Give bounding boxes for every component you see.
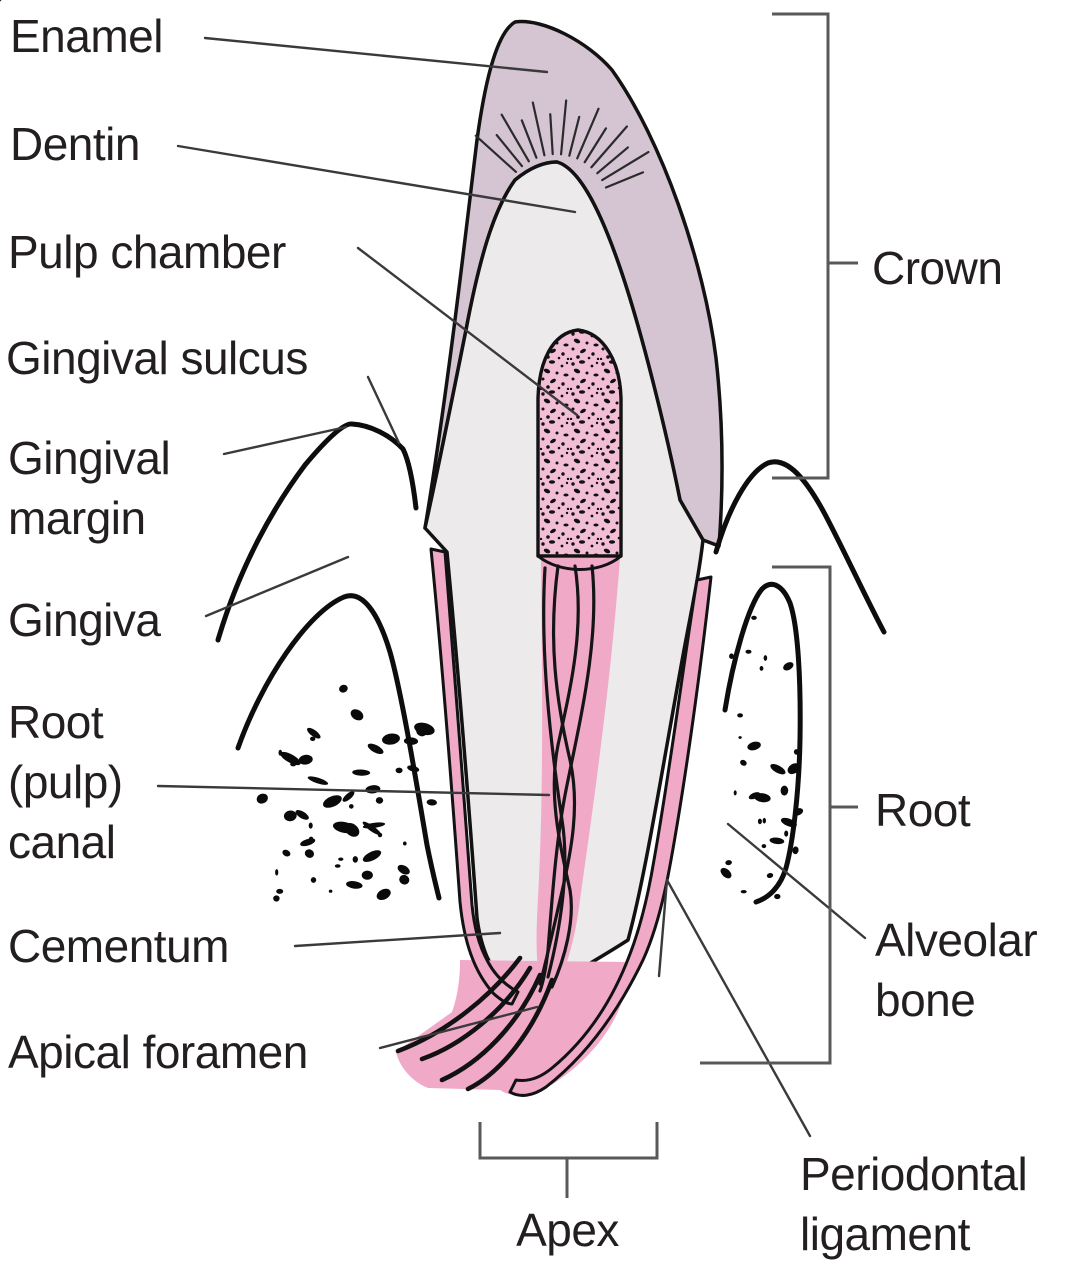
apical-nerve-tails: [395, 955, 555, 1092]
gingiva-right-outline: [713, 459, 887, 635]
gingival-sulcus-leader-line: [366, 375, 401, 445]
alveolar-bone-right-speckles: [720, 615, 804, 900]
pulp-chamber-leader-line: [356, 246, 579, 417]
label-gingival-margin: Gingival margin: [8, 432, 171, 544]
label-root-pulp-canal: Root (pulp) canal: [8, 696, 123, 868]
enamel-leader-line: [203, 36, 549, 74]
dentin-leader-line: [176, 144, 577, 214]
gingiva-left-outline: [215, 421, 419, 643]
label-pulp-chamber: Pulp chamber: [8, 226, 286, 278]
cementum-left-shape: [429, 547, 520, 1006]
apical-foramen-leader-line: [378, 1005, 539, 1050]
canal-nerve-strands: [538, 564, 596, 993]
leader-lines: [156, 36, 867, 1138]
root-canal-leader-line: [156, 784, 551, 797]
cementum-leader-line: [293, 931, 502, 948]
alveolar-bone-right-outline: [722, 582, 803, 905]
alveolar-bone-left-outline: [235, 593, 442, 901]
label-enamel: Enamel: [10, 10, 163, 62]
label-periodontal-ligament: Periodontal ligament: [800, 1148, 1028, 1260]
label-cementum: Cementum: [8, 920, 229, 972]
brackets: [478, 12, 858, 1198]
gingival-margin-leader-line: [222, 425, 348, 456]
apex-bracket: [478, 1122, 659, 1160]
label-gingival-sulcus: Gingival sulcus: [6, 332, 308, 384]
label-apical-foramen: Apical foramen: [8, 1026, 308, 1078]
label-apex: Apex: [516, 1204, 619, 1256]
periodontal-ligament-leader-line: [665, 878, 812, 1138]
root-canal-shape: [536, 558, 620, 992]
gingiva-leader-line: [204, 555, 350, 618]
cementum-right-shape: [508, 575, 713, 1097]
label-gingiva: Gingiva: [8, 594, 161, 646]
root-bracket: [700, 565, 832, 1065]
label-dentin: Dentin: [10, 118, 140, 170]
label-root: Root: [875, 784, 971, 836]
pulp-chamber-shape: [536, 328, 623, 571]
alveolar-bone-left-speckles: [256, 684, 437, 902]
crown-bracket: [772, 12, 830, 480]
enamel-hatch-lines: [0, 0, 650, 189]
periodontal-ligament-leader-tip: [657, 878, 669, 978]
label-crown: Crown: [872, 242, 1003, 294]
label-alveolar-bone: Alveolar bone: [875, 914, 1038, 1026]
alveolar-bone-leader-line: [726, 822, 867, 940]
